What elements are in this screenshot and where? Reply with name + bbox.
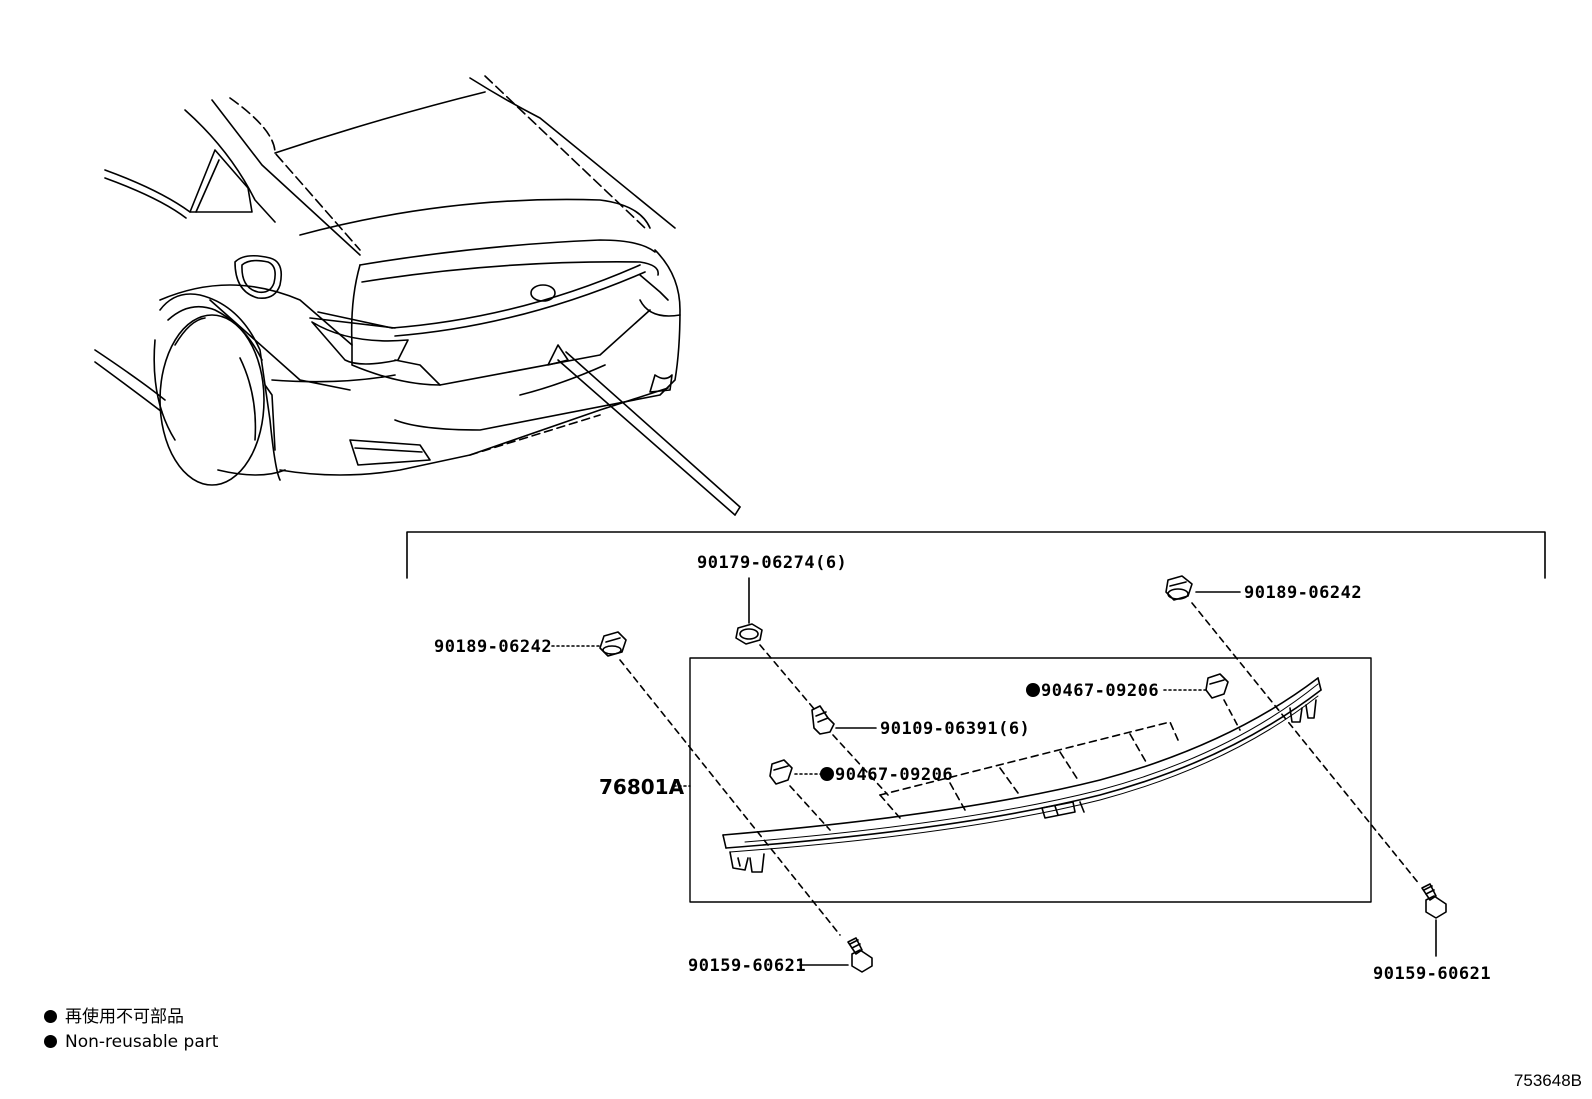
clip-90189-right-icon: [1165, 575, 1193, 601]
clip-90189-left-icon: [599, 631, 627, 657]
callout-90109: 90109-06391(6): [880, 719, 1031, 739]
clip-90467-upper-icon: [1205, 673, 1229, 699]
legend-en: Non-reusable part: [44, 1031, 218, 1053]
clip-90467-lower-icon: [769, 759, 793, 785]
non-reusable-dot-icon: [44, 1010, 57, 1023]
main-part-label: 76801A: [599, 775, 685, 799]
callout-90159-left: 90159-60621: [688, 956, 807, 976]
callout-90189-right: 90189-06242: [1244, 583, 1363, 603]
callout-90467-lower: 90467-09206: [820, 765, 953, 785]
screw-90159-left-icon: [847, 937, 873, 973]
garnish-moulding: [722, 677, 1322, 873]
callout-90189-left: 90189-06242: [434, 637, 553, 657]
callout-90159-right: 90159-60621: [1373, 964, 1492, 984]
screw-90159-right-icon: [1421, 883, 1447, 919]
detail-bracket: [406, 531, 1546, 579]
location-arrow: [547, 344, 741, 516]
non-reusable-dot-icon: [44, 1035, 57, 1048]
non-reusable-dot-icon: [1026, 683, 1040, 697]
legend-jp: 再使用不可部品: [44, 1006, 184, 1028]
callout-90467-upper: 90467-09206: [1026, 681, 1159, 701]
nut-90179-icon: [735, 623, 763, 645]
vehicle-rear-illustration: [94, 75, 681, 486]
non-reusable-dot-icon: [820, 767, 834, 781]
stud-90109-icon: [811, 705, 835, 735]
assembly-box: [689, 657, 1372, 903]
illustration-ref-code: 753648B: [1513, 1071, 1582, 1090]
callout-90179: 90179-06274(6): [697, 553, 848, 573]
